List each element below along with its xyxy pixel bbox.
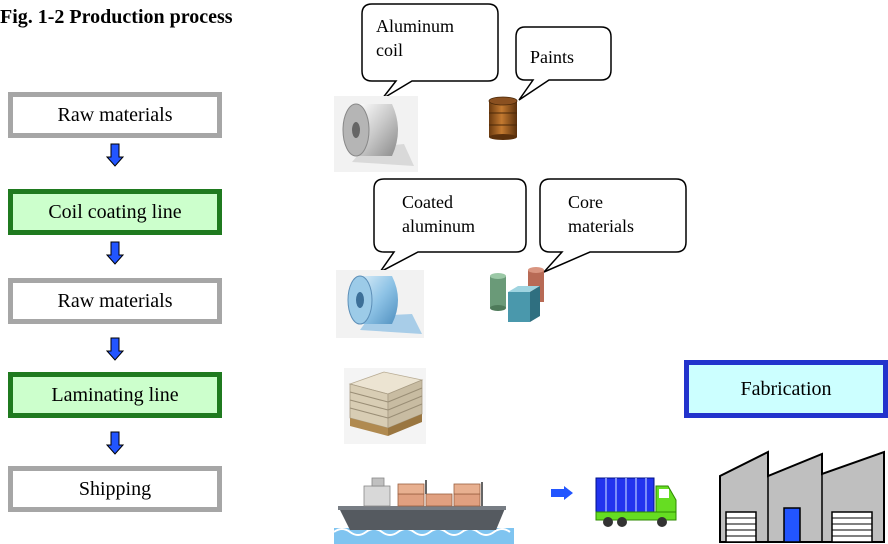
down-arrow-icon <box>105 337 125 361</box>
down-arrow-icon <box>105 143 125 167</box>
paint-drum-icon <box>488 96 518 140</box>
step-laminating-line: Laminating line <box>8 372 222 418</box>
coated-coil-icon <box>336 270 424 338</box>
down-arrow-icon <box>105 241 125 265</box>
bubble-aluminum-coil <box>361 3 499 100</box>
bubble-coated-aluminum-text: Coated aluminum <box>402 192 475 236</box>
cargo-ship-icon <box>333 477 514 544</box>
factory-icon <box>719 450 885 543</box>
bubble-paints-text: Paints <box>530 47 575 67</box>
down-arrow-icon <box>105 431 125 455</box>
step-coil-coating-line: Coil coating line <box>8 189 222 235</box>
truck-icon <box>595 477 677 527</box>
core-materials-icon <box>490 267 544 322</box>
bubble-paints <box>515 26 612 101</box>
panel-stack-icon <box>344 368 426 444</box>
bubble-core-materials-text: Core materials <box>568 192 634 236</box>
bubble-core-materials <box>539 178 687 273</box>
figure-title: Fig. 1-2 Production process <box>0 6 233 28</box>
right-arrow-icon <box>551 486 573 500</box>
step-raw-materials-2: Raw materials <box>8 278 222 324</box>
step-shipping: Shipping <box>8 466 222 512</box>
step-raw-materials-1: Raw materials <box>8 92 222 138</box>
bubble-aluminum-coil-text: Aluminum coil <box>376 16 455 60</box>
aluminum-coil-icon <box>334 96 418 172</box>
fabrication-box: Fabrication <box>684 360 888 418</box>
bubble-coated-aluminum <box>373 178 527 273</box>
